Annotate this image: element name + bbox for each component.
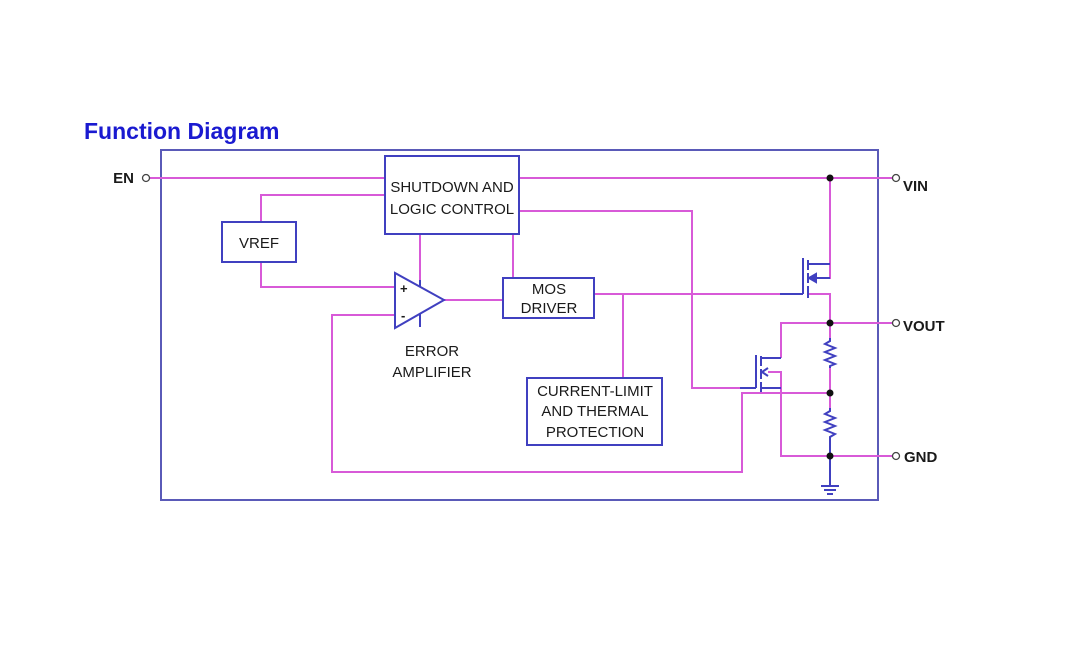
amp-label-line2: AMPLIFIER	[392, 364, 471, 381]
shutdown-label-line1: SHUTDOWN AND	[390, 179, 514, 196]
mos-driver-line2: DRIVER	[521, 300, 578, 317]
wire-shutdown-vref	[260, 194, 385, 222]
mos-transistor-icon	[740, 355, 781, 392]
current-limit-line3: PROTECTION	[546, 424, 644, 441]
current-limit-line2: AND THERMAL	[541, 403, 648, 420]
shutdown-label-line2: LOGIC CONTROL	[390, 201, 514, 218]
op-amp-icon: + -	[394, 271, 447, 330]
amp-label-line1: ERROR	[405, 343, 459, 360]
junction-nodes	[826, 174, 834, 460]
pin-terminal-icon	[891, 318, 901, 328]
wire-feedback	[331, 314, 830, 473]
vref-label: VREF	[239, 235, 279, 252]
resistor-icon	[822, 408, 838, 440]
node-vin	[826, 174, 834, 182]
wire-vref-amp-plus	[260, 262, 395, 288]
node-feedback	[826, 389, 834, 397]
node-gnd	[826, 452, 834, 460]
current-limit-block: CURRENT-LIMIT AND THERMAL PROTECTION	[526, 377, 663, 446]
wire-shutdown-sense	[519, 210, 745, 389]
chip-border	[160, 149, 879, 501]
pin-gnd-label: GND	[904, 449, 938, 466]
pin-en-label: EN	[113, 170, 134, 187]
pin-terminal-icon	[891, 451, 901, 461]
amp-minus: -	[401, 308, 405, 323]
mos-driver-line1: MOS	[532, 281, 566, 298]
page-title: Function Diagram	[84, 118, 280, 144]
pin-vout-label: VOUT	[903, 318, 945, 335]
ground-icon	[821, 485, 839, 495]
pin-terminal-icon	[891, 173, 901, 183]
shutdown-logic-block: SHUTDOWN AND LOGIC CONTROL	[384, 155, 520, 235]
pmos-transistor-icon	[780, 258, 830, 298]
wire-pass-drain	[808, 293, 831, 323]
pin-vout: VOUT	[891, 318, 945, 335]
current-limit-line1: CURRENT-LIMIT	[537, 383, 653, 400]
resistor-icon	[822, 338, 838, 368]
wire-vout-sense	[780, 322, 830, 358]
pin-vin: VIN	[891, 173, 928, 195]
wires	[150, 177, 893, 473]
node-vout	[826, 319, 834, 327]
mos-driver-block: MOS DRIVER	[502, 277, 595, 319]
wire-sense-gnd	[768, 371, 830, 457]
amp-plus: +	[400, 281, 408, 296]
pin-vin-label: VIN	[903, 178, 928, 195]
pin-en: EN	[113, 170, 151, 187]
vref-block: VREF	[221, 221, 297, 263]
pin-terminal-icon	[141, 173, 151, 183]
pin-gnd: GND	[891, 449, 938, 466]
